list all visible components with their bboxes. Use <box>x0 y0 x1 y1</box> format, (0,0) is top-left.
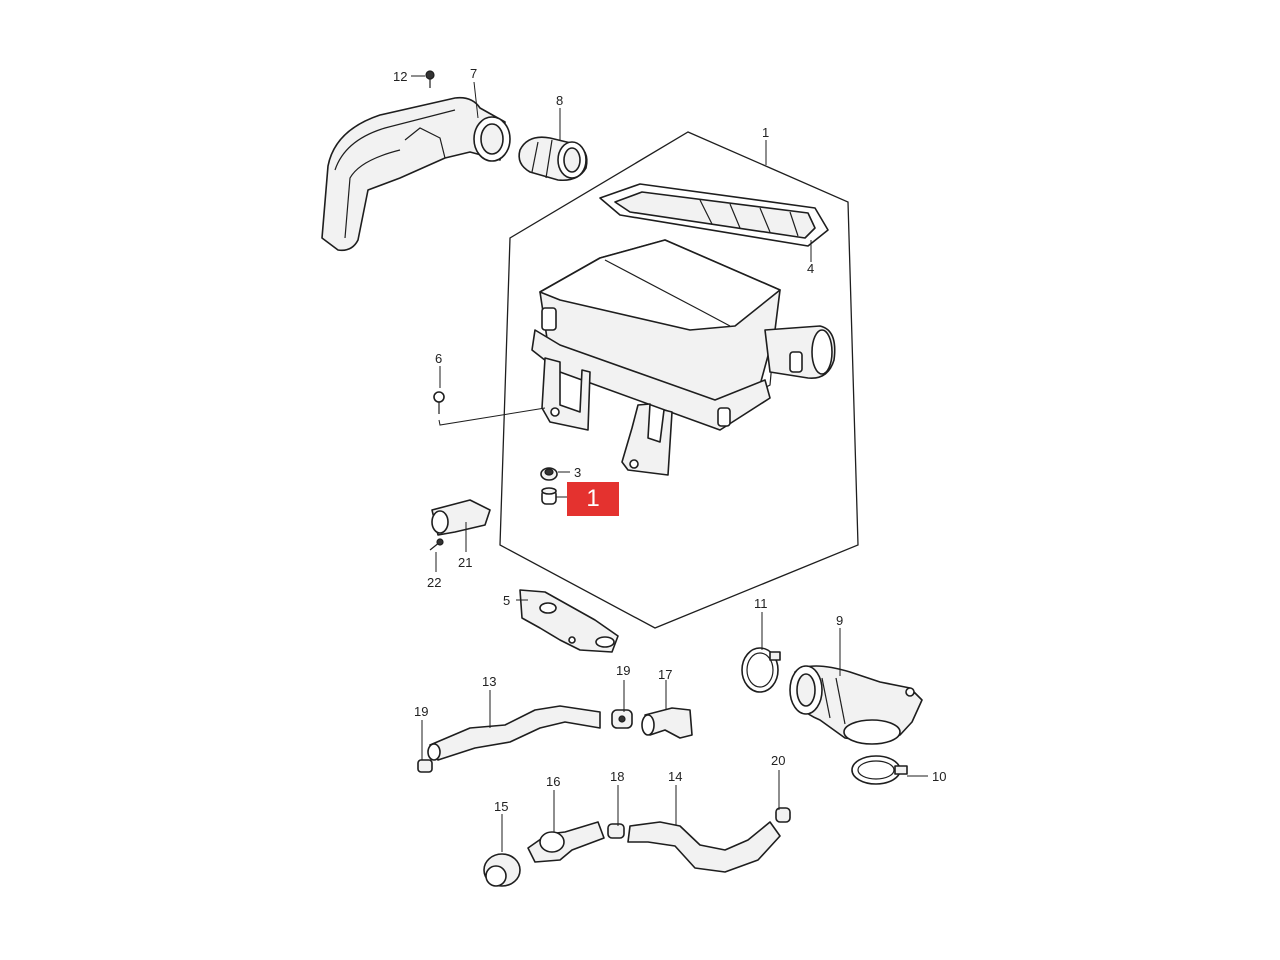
callout-19-right: 19 <box>616 663 630 678</box>
callout-18: 18 <box>610 769 624 784</box>
callout-20: 20 <box>771 753 785 768</box>
pcv-valve-part-16 <box>527 821 605 863</box>
screw-part-6 <box>433 391 546 426</box>
air-cleaner-housing-part-1 <box>531 239 836 476</box>
clip-part-20 <box>775 807 791 823</box>
highlighted-part-badge: 1 <box>567 482 619 516</box>
screw-part-22 <box>429 538 444 551</box>
callout-21: 21 <box>458 555 472 570</box>
grommet-part-15 <box>483 853 521 887</box>
hose-clamp-part-11 <box>741 647 781 693</box>
resonator-part-21 <box>431 499 491 536</box>
callout-5: 5 <box>503 593 510 608</box>
clip-part-19-left <box>417 759 433 773</box>
bolt-part-12 <box>425 70 435 88</box>
callout-12: 12 <box>393 69 407 84</box>
elbow-fitting-part-17 <box>641 707 693 739</box>
air-filter-element-part-4 <box>599 183 829 247</box>
nut-part-3 <box>540 467 558 481</box>
callout-6: 6 <box>435 351 442 366</box>
callout-13: 13 <box>482 674 496 689</box>
callout-4: 4 <box>807 261 814 276</box>
intake-duct-part-7 <box>321 96 511 252</box>
callout-22: 22 <box>427 575 441 590</box>
callout-7: 7 <box>470 66 477 81</box>
callout-10: 10 <box>932 769 946 784</box>
callout-17: 17 <box>658 667 672 682</box>
callout-8: 8 <box>556 93 563 108</box>
callout-16: 16 <box>546 774 560 789</box>
bracket-part-5 <box>519 589 619 653</box>
clip-part-18 <box>607 823 625 839</box>
callout-19-left: 19 <box>414 704 428 719</box>
callout-3: 3 <box>574 465 581 480</box>
callout-15: 15 <box>494 799 508 814</box>
breather-hose-part-14 <box>627 821 781 873</box>
breather-hose-part-13 <box>427 705 601 761</box>
grommet-part-2 <box>541 487 557 505</box>
callout-9: 9 <box>836 613 843 628</box>
leader-lines <box>411 75 928 852</box>
throttle-body-hose-part-9 <box>789 665 923 745</box>
callout-11: 11 <box>754 596 768 611</box>
hose-clamp-part-10 <box>851 755 908 785</box>
callout-14: 14 <box>668 769 682 784</box>
clip-part-19-right <box>611 709 633 729</box>
air-cleaner-assembly-outline <box>499 131 859 629</box>
callout-1: 1 <box>762 125 769 140</box>
rubber-boot-part-8 <box>518 136 588 182</box>
